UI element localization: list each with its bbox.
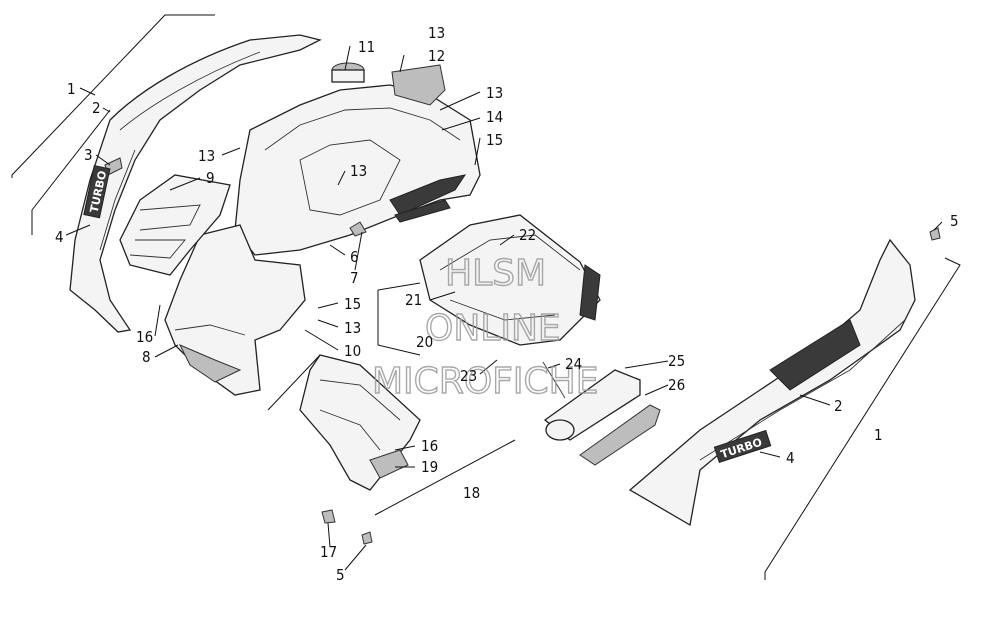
callout-2-left: 2 — [92, 99, 101, 117]
callout-21: 21 — [405, 291, 422, 309]
callout-2-right: 2 — [834, 397, 843, 415]
callout-11: 11 — [358, 38, 375, 56]
svg-text:ONLINE: ONLINE — [425, 308, 561, 349]
right-bracket — [764, 257, 961, 580]
callout-26: 26 — [668, 376, 685, 394]
callout-20: 20 — [416, 333, 433, 351]
watermark: HLSM ONLINE MICROFICHE — [371, 252, 599, 402]
callout-9: 9 — [206, 169, 215, 187]
callout-4-right: 4 — [786, 449, 795, 467]
callout-24: 24 — [565, 355, 582, 373]
callout-16-a: 16 — [136, 328, 153, 346]
callout-19: 19 — [421, 458, 438, 476]
callout-4-left: 4 — [55, 228, 64, 246]
callout-13-d: 13 — [350, 162, 367, 180]
filters — [542, 361, 661, 466]
callout-10: 10 — [344, 342, 361, 360]
callout-18: 18 — [463, 484, 480, 502]
front-nose — [164, 224, 306, 396]
callout-1-right: 1 — [874, 426, 883, 444]
belly-pan — [299, 354, 421, 545]
callout-13-a: 13 — [198, 147, 215, 165]
callout-5-right: 5 — [950, 212, 959, 230]
leader-lines — [65, 45, 943, 571]
callout-1-left: 1 — [67, 80, 76, 98]
callout-7: 7 — [350, 269, 359, 287]
right-side-panel: TURBO — [628, 227, 941, 527]
left-bracket — [11, 14, 215, 235]
air-duct — [119, 174, 231, 276]
callout-17: 17 — [320, 543, 337, 561]
svg-text:HLSM: HLSM — [445, 253, 546, 294]
callout-13-e: 13 — [344, 319, 361, 337]
callout-13-c: 13 — [486, 84, 503, 102]
callout-15-b: 15 — [344, 295, 361, 313]
callout-16-b: 16 — [421, 437, 438, 455]
svg-text:MICROFICHE: MICROFICHE — [372, 361, 598, 402]
callout-23: 23 — [460, 367, 477, 385]
callout-15-a: 15 — [486, 131, 503, 149]
callout-12: 12 — [428, 47, 445, 65]
callout-labels: 1 2 3 4 9 11 13 12 13 14 15 13 13 22 6 7… — [55, 24, 959, 584]
hood-assembly — [234, 62, 481, 256]
air-box — [419, 214, 601, 346]
callout-22: 22 — [519, 226, 536, 244]
callout-14: 14 — [486, 108, 503, 126]
left-side-panel: TURBO — [69, 34, 322, 333]
callout-13-b: 13 — [428, 24, 445, 42]
callout-8: 8 — [142, 348, 151, 366]
callout-5-bottom: 5 — [336, 566, 345, 584]
callout-3: 3 — [84, 146, 93, 164]
callout-25: 25 — [668, 352, 685, 370]
callout-6: 6 — [350, 248, 359, 266]
group-brackets — [267, 282, 516, 516]
